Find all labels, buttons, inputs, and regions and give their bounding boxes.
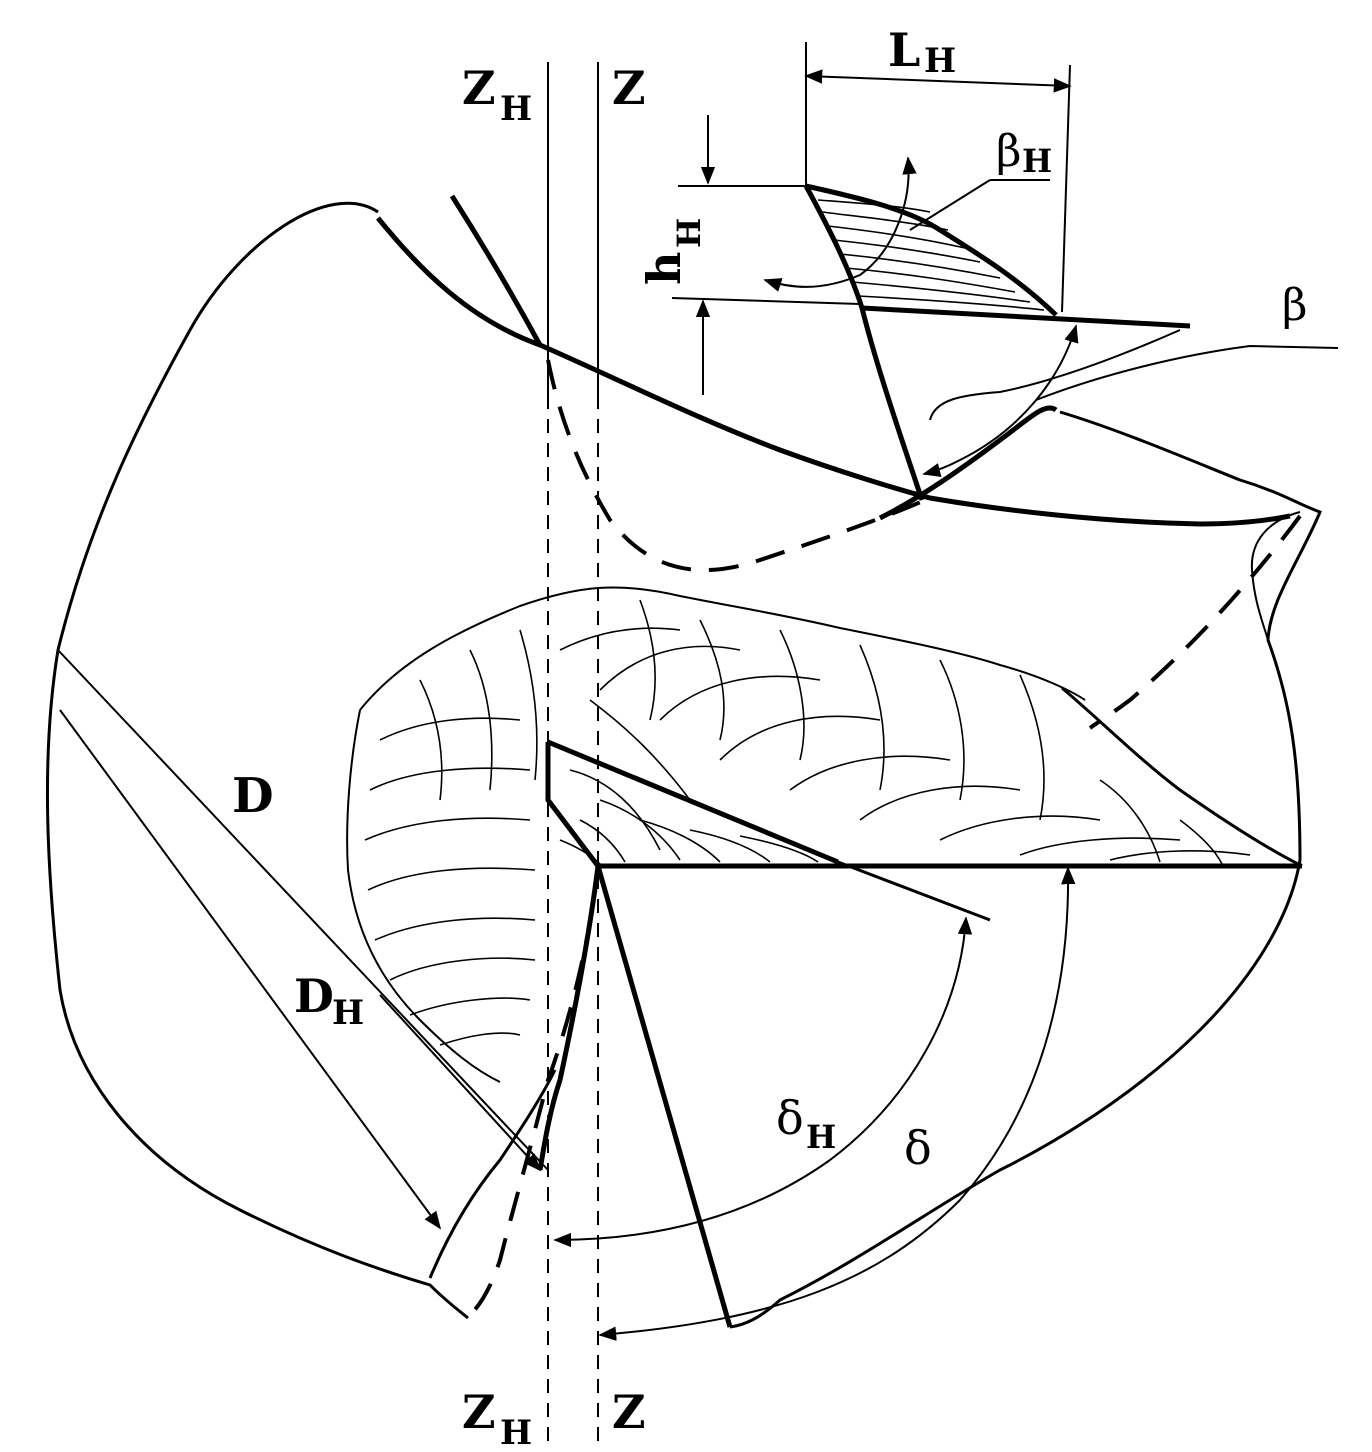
d-leader xyxy=(57,649,549,1171)
upper-dashed-arc-continued xyxy=(1088,514,1302,730)
axis-zh-top-sub: H xyxy=(500,89,532,129)
beta-leader xyxy=(1035,344,1339,401)
delta-arc xyxy=(598,866,1076,1341)
upper-weld-edge xyxy=(878,405,1058,521)
specimen-outline xyxy=(45,201,469,1320)
beta-leader-2 xyxy=(929,329,1181,421)
lower-dashed-groove xyxy=(468,865,600,1317)
upper-surface-arc-2 xyxy=(449,194,543,347)
weld-bead-left xyxy=(803,184,925,501)
delta-h-line xyxy=(837,860,991,922)
specimen-outline-right-inner xyxy=(1250,511,1301,641)
hh-sub: H xyxy=(670,218,708,248)
axis-zh-bottom-sub: H xyxy=(500,1413,532,1452)
d-label: D xyxy=(232,768,274,824)
beta-h-leader xyxy=(909,179,991,231)
lh-sub: H xyxy=(924,41,956,81)
axis-zh-bottom-label: Z xyxy=(462,1385,496,1439)
lower-weld-left-outline xyxy=(346,709,501,1083)
beta-h-arc xyxy=(763,156,917,292)
hh-label: h xyxy=(637,252,691,285)
upper-dashed-arc xyxy=(546,359,931,572)
upper-surface-arc xyxy=(376,216,1291,527)
weld-left-wedge xyxy=(545,742,600,868)
lh-right-ext xyxy=(1061,64,1071,313)
beta-h-sub: H xyxy=(1022,142,1052,180)
dh-label: D xyxy=(294,969,334,1023)
right-plate-edge xyxy=(595,865,733,1328)
weld-bead-base xyxy=(861,305,1191,329)
delta-h-arc xyxy=(553,916,973,1248)
axis-z-bottom-label: Z xyxy=(612,1385,646,1439)
beta-label: β xyxy=(1282,280,1307,331)
delta-h-sub: H xyxy=(806,1118,836,1156)
delta-label: δ xyxy=(904,1121,932,1175)
axis-zh-top-label: Z xyxy=(462,61,496,115)
weld-grain-pattern xyxy=(364,599,1251,1046)
weld-right-slope xyxy=(1061,686,1303,868)
weld-face-line xyxy=(547,739,839,865)
specimen-outline-right xyxy=(729,410,1322,1329)
lh-label: L xyxy=(888,23,920,77)
beta-h-label: β xyxy=(996,126,1021,177)
hh-bottom-ext xyxy=(671,297,861,305)
d-leader-arrow xyxy=(379,994,542,1172)
weld-bead-top xyxy=(805,183,1058,317)
delta-h-label: δ xyxy=(776,1091,804,1145)
dh-leader xyxy=(59,709,442,1230)
axis-z-top-label: Z xyxy=(612,61,646,115)
beta-arc xyxy=(922,324,1079,478)
dh-sub: H xyxy=(332,993,364,1033)
lh-dimension xyxy=(804,69,1072,93)
lower-left-plate-edge xyxy=(428,1069,557,1279)
lower-weld-outline xyxy=(359,586,1086,711)
